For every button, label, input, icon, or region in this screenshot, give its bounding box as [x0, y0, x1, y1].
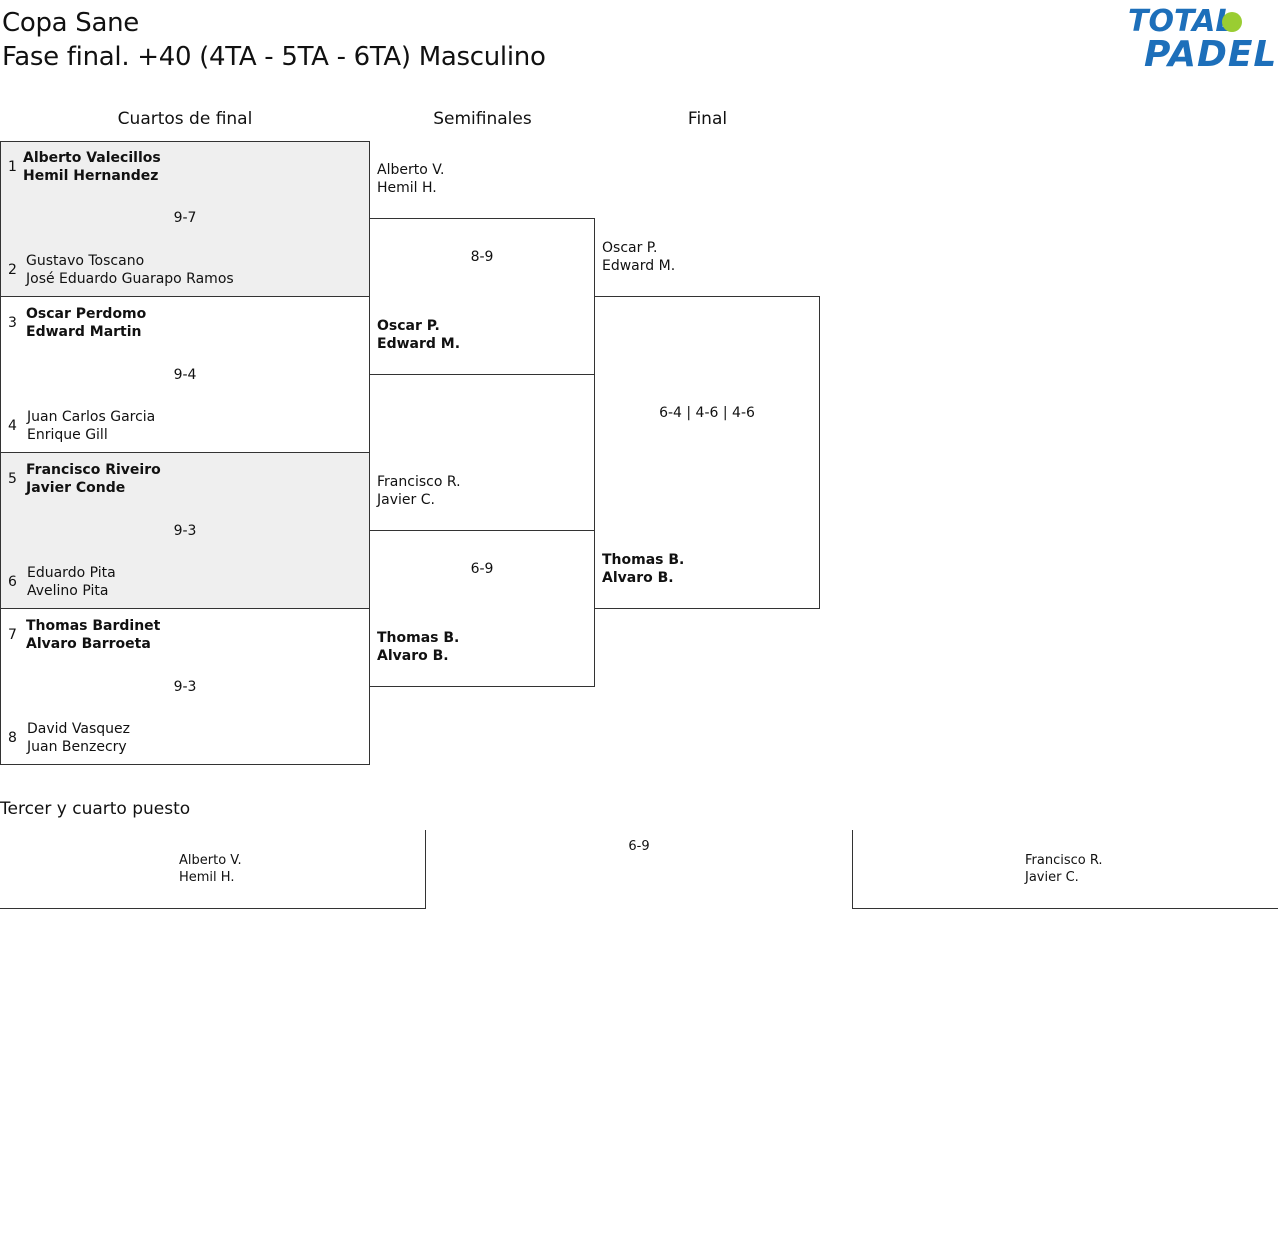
logo-text-padel: PADEL: [1144, 34, 1278, 75]
player-name: Alvaro B.: [602, 570, 674, 586]
player-name: Alvaro Barroeta: [26, 636, 151, 652]
tournament-title: Copa Sane: [2, 8, 139, 38]
player-name: Avelino Pita: [27, 583, 109, 599]
team-entry: Alberto Valecillos Hemil Hernandez: [23, 149, 161, 185]
player-name: Thomas B.: [377, 630, 460, 646]
semifinal-1-team-top: Alberto V. Hemil H.: [377, 161, 444, 197]
player-name: Francisco R.: [377, 474, 461, 490]
semifinal-match-2: 6-9 Thomas B. Alvaro B.: [369, 530, 595, 687]
team-entry: Oscar Perdomo Edward Martin: [26, 305, 146, 341]
seed-number: 5: [8, 471, 17, 487]
semifinal-match-1: 8-9 Oscar P. Edward M.: [369, 218, 595, 375]
player-name: Gustavo Toscano: [26, 253, 145, 269]
heading-quarterfinals: Cuartos de final: [117, 109, 253, 129]
team-entry: Thomas Bardinet Alvaro Barroeta: [26, 617, 160, 653]
semifinal-2-team-bottom: Thomas B. Alvaro B.: [377, 629, 459, 665]
player-name: Edward M.: [602, 258, 676, 274]
player-name: Oscar Perdomo: [26, 306, 147, 322]
semifinal-2-team-top: Francisco R. Javier C.: [377, 473, 461, 509]
player-name: Javier Conde: [26, 480, 126, 496]
match-score: 9-7: [173, 210, 197, 226]
quarterfinal-match-3: 5 Francisco Riveiro Javier Conde 9-3 6 E…: [0, 452, 370, 609]
logo-text-total: TOTAL: [1128, 4, 1235, 39]
third-place-title: Tercer y cuarto puesto: [0, 799, 191, 819]
player-name: Oscar P.: [377, 318, 440, 334]
final-team-top: Oscar P. Edward M.: [602, 239, 675, 275]
semifinal-1-team-bottom: Oscar P. Edward M.: [377, 317, 460, 353]
player-name: Juan Carlos Garcia: [27, 409, 156, 425]
seed-number: 4: [8, 418, 17, 434]
seed-number: 8: [8, 730, 17, 746]
final-match: 6-4 | 4-6 | 4-6 Thomas B. Alvaro B.: [594, 296, 820, 609]
player-name: Francisco R.: [1025, 853, 1103, 868]
seed-number: 2: [8, 262, 17, 278]
match-score: 9-4: [173, 367, 197, 383]
seed-number: 1: [8, 159, 17, 175]
third-place-team-right: Francisco R. Javier C.: [852, 830, 1278, 909]
player-name: Alberto V.: [377, 162, 445, 178]
player-name: Hemil H.: [377, 180, 437, 196]
team-entry: Alberto V. Hemil H.: [179, 852, 242, 886]
team-entry: Gustavo Toscano José Eduardo Guarapo Ram…: [26, 252, 234, 288]
player-name: Eduardo Pita: [27, 565, 116, 581]
player-name: Juan Benzecry: [27, 739, 127, 755]
player-name: Oscar P.: [602, 240, 658, 256]
match-score: 6-9: [470, 561, 494, 577]
quarterfinal-match-4: 7 Thomas Bardinet Alvaro Barroeta 9-3 8 …: [0, 608, 370, 765]
player-name: Alberto V.: [179, 853, 242, 868]
team-entry: Juan Carlos Garcia Enrique Gill: [27, 408, 155, 444]
player-name: Enrique Gill: [27, 427, 108, 443]
total-padel-logo: TOTAL PADEL: [1122, 4, 1278, 76]
player-name: Alvaro B.: [377, 648, 449, 664]
match-score: 8-9: [470, 249, 494, 265]
seed-number: 6: [8, 574, 17, 590]
player-name: Thomas B.: [602, 552, 685, 568]
player-name: Hemil H.: [179, 870, 235, 885]
seed-number: 3: [8, 315, 17, 331]
seed-number: 7: [8, 627, 17, 643]
player-name: Javier C.: [1025, 870, 1079, 885]
team-entry: Francisco Riveiro Javier Conde: [26, 461, 161, 497]
player-name: Javier C.: [377, 492, 435, 508]
team-entry: David Vasquez Juan Benzecry: [27, 720, 130, 756]
player-name: Edward Martin: [26, 324, 142, 340]
third-place-score: 6-9: [628, 839, 650, 854]
match-score: 6-4 | 4-6 | 4-6: [659, 405, 755, 421]
team-entry: Francisco R. Javier C.: [1025, 852, 1103, 886]
match-score: 9-3: [173, 523, 197, 539]
player-name: Hemil Hernandez: [23, 168, 159, 184]
quarterfinal-match-1: 1 Alberto Valecillos Hemil Hernandez 9-7…: [0, 141, 370, 297]
heading-semifinals: Semifinales: [433, 109, 532, 129]
player-name: José Eduardo Guarapo Ramos: [26, 271, 234, 287]
player-name: Alberto Valecillos: [23, 150, 161, 166]
team-entry: Eduardo Pita Avelino Pita: [27, 564, 116, 600]
phase-title: Fase final. +40 (4TA - 5TA - 6TA) Mascul…: [2, 42, 546, 72]
player-name: David Vasquez: [27, 721, 130, 737]
quarterfinal-match-2: 3 Oscar Perdomo Edward Martin 9-4 4 Juan…: [0, 296, 370, 453]
player-name: Francisco Riveiro: [26, 462, 161, 478]
tennis-ball-icon: [1222, 12, 1242, 32]
player-name: Thomas Bardinet: [26, 618, 161, 634]
third-place-team-left: Alberto V. Hemil H.: [0, 830, 426, 909]
match-score: 9-3: [173, 679, 197, 695]
player-name: Edward M.: [377, 336, 461, 352]
heading-final: Final: [687, 109, 728, 129]
final-team-bottom: Thomas B. Alvaro B.: [602, 551, 684, 587]
